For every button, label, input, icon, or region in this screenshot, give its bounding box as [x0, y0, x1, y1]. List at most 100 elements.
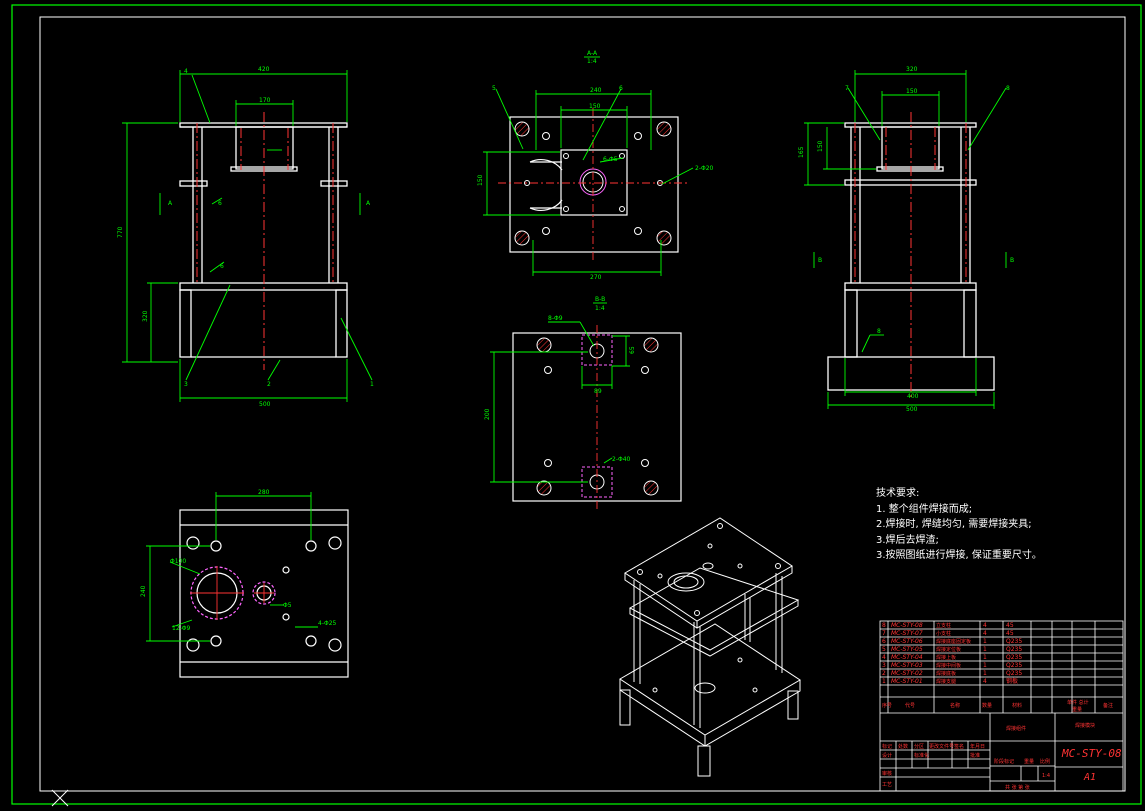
svg-text:3: 3 [882, 662, 886, 669]
svg-text:45: 45 [1006, 630, 1014, 637]
svg-text:89: 89 [594, 388, 602, 395]
svg-text:500: 500 [259, 401, 271, 408]
svg-text:MC-STY-01: MC-STY-01 [891, 678, 923, 685]
front-view-dims [122, 70, 373, 402]
svg-text:4: 4 [983, 678, 987, 685]
svg-text:设计: 设计 [882, 752, 892, 759]
title-block-parts: 8 7 6 5 4 3 2 1 MC-STY-08 MC-STY-07 MC-S… [882, 622, 1113, 791]
svg-text:5: 5 [882, 646, 886, 653]
svg-text:165: 165 [798, 146, 805, 158]
section-aa-dims [483, 56, 694, 276]
svg-text:Φ100: Φ100 [170, 558, 186, 565]
side-view-dims [804, 70, 1007, 409]
svg-text:MC-STY-05: MC-STY-05 [891, 646, 923, 653]
svg-text:420: 420 [258, 66, 270, 73]
svg-text:65: 65 [629, 346, 636, 354]
svg-text:7: 7 [882, 630, 886, 637]
side-view [827, 122, 995, 391]
svg-text:更改文件号: 更改文件号 [929, 743, 954, 750]
technical-requirements: 技术要求: 1. 整个组件焊接而成; 2.焊接时, 焊缝均匀, 需要焊接夹具; … [876, 486, 1042, 564]
svg-text:8: 8 [882, 622, 886, 629]
svg-text:150: 150 [589, 103, 601, 110]
top-view-dims [146, 492, 318, 642]
sheet-size: A1 [1084, 772, 1097, 783]
svg-text:MC-STY-04: MC-STY-04 [891, 654, 923, 661]
svg-text:6: 6 [218, 200, 222, 207]
tech-note-3: 3.焊后去焊渣; [876, 534, 939, 546]
tech-notes-heading: 技术要求: [876, 488, 920, 499]
svg-text:B-B: B-B [595, 296, 605, 303]
section-bb-dims [490, 302, 630, 483]
svg-text:代号: 代号 [905, 702, 915, 709]
svg-text:年月日: 年月日 [970, 743, 985, 750]
svg-text:工艺: 工艺 [882, 782, 892, 788]
svg-text:Q235: Q235 [1006, 654, 1022, 661]
svg-text:1: 1 [983, 646, 987, 653]
svg-text:770: 770 [117, 226, 124, 238]
svg-text:2-Φ20: 2-Φ20 [695, 165, 714, 172]
svg-text:5: 5 [492, 85, 496, 92]
svg-text:Φ5: Φ5 [283, 602, 292, 609]
svg-text:重量: 重量 [1024, 758, 1034, 765]
svg-text:共 张 第 张: 共 张 第 张 [1005, 784, 1030, 791]
svg-text:7: 7 [845, 85, 849, 92]
side-view-text: 320 150 165 150 400 500 7 8 8 B B [798, 66, 1014, 413]
svg-text:比例: 比例 [1040, 758, 1050, 765]
svg-text:焊接中间板: 焊接中间板 [936, 662, 961, 669]
svg-text:A-A: A-A [587, 50, 598, 57]
svg-text:280: 280 [258, 489, 270, 496]
section-aa-text: A-A 1:4 240 150 150 270 5 6 6-Φ5 2-Φ20 [477, 50, 714, 281]
svg-text:Q235: Q235 [1006, 662, 1022, 669]
section-bb-text: B-B 1:4 200 65 89 8-Φ9 2-Φ40 [484, 296, 636, 463]
top-view-text: 280 240 Φ100 Φ5 12-Φ9 4-Φ25 [140, 489, 337, 632]
title-block-lines [879, 620, 1124, 792]
svg-text:A: A [366, 200, 371, 207]
svg-text:数量: 数量 [982, 702, 992, 709]
svg-text:1:4: 1:4 [595, 305, 605, 312]
svg-text:焊接底板: 焊接底板 [936, 670, 956, 677]
svg-text:170: 170 [259, 97, 271, 104]
svg-text:240: 240 [140, 585, 147, 597]
svg-text:MC-STY-06: MC-STY-06 [891, 638, 923, 645]
svg-text:4: 4 [882, 654, 886, 661]
front-view-centerlines [196, 112, 334, 370]
svg-text:阶段标记: 阶段标记 [994, 758, 1014, 765]
svg-text:1: 1 [370, 381, 374, 388]
svg-text:MC-STY-02: MC-STY-02 [891, 670, 923, 677]
svg-text:1: 1 [983, 654, 987, 661]
section-aa-holes [514, 121, 672, 246]
svg-text:Q235: Q235 [1006, 646, 1022, 653]
svg-text:MC-STY-08: MC-STY-08 [891, 622, 923, 629]
svg-text:8-Φ9: 8-Φ9 [548, 315, 563, 322]
svg-text:8: 8 [877, 328, 881, 335]
svg-text:MC-STY-07: MC-STY-07 [891, 630, 923, 637]
svg-text:审核: 审核 [882, 770, 892, 777]
svg-text:6: 6 [619, 85, 623, 92]
svg-text:重量: 重量 [1072, 706, 1082, 713]
svg-text:6: 6 [220, 263, 224, 270]
drawing-number: MC-STY-08 [1062, 747, 1122, 760]
svg-text:批准: 批准 [970, 752, 980, 759]
svg-text:序号: 序号 [882, 702, 892, 709]
svg-text:MC-STY-03: MC-STY-03 [891, 662, 923, 669]
svg-text:备注: 备注 [1103, 702, 1113, 709]
svg-text:小支柱: 小支柱 [936, 630, 951, 637]
section-aa-small-holes [524, 132, 663, 235]
svg-text:焊接底座固定板: 焊接底座固定板 [936, 638, 971, 645]
svg-text:2-Φ40: 2-Φ40 [612, 456, 631, 463]
svg-text:2: 2 [882, 670, 886, 677]
svg-text:320: 320 [906, 66, 918, 73]
svg-text:150: 150 [906, 88, 918, 95]
svg-text:B: B [818, 257, 822, 264]
svg-text:4: 4 [184, 68, 188, 75]
svg-text:3: 3 [184, 381, 188, 388]
inner-border [39, 16, 1126, 792]
svg-text:8: 8 [1006, 85, 1010, 92]
svg-text:2: 2 [267, 381, 271, 388]
svg-text:1:4: 1:4 [587, 58, 597, 65]
svg-text:标准化: 标准化 [914, 752, 929, 759]
svg-text:12-Φ9: 12-Φ9 [172, 625, 191, 632]
svg-text:500: 500 [906, 406, 918, 413]
section-aa-centerlines [498, 108, 688, 262]
svg-text:6: 6 [882, 638, 886, 645]
